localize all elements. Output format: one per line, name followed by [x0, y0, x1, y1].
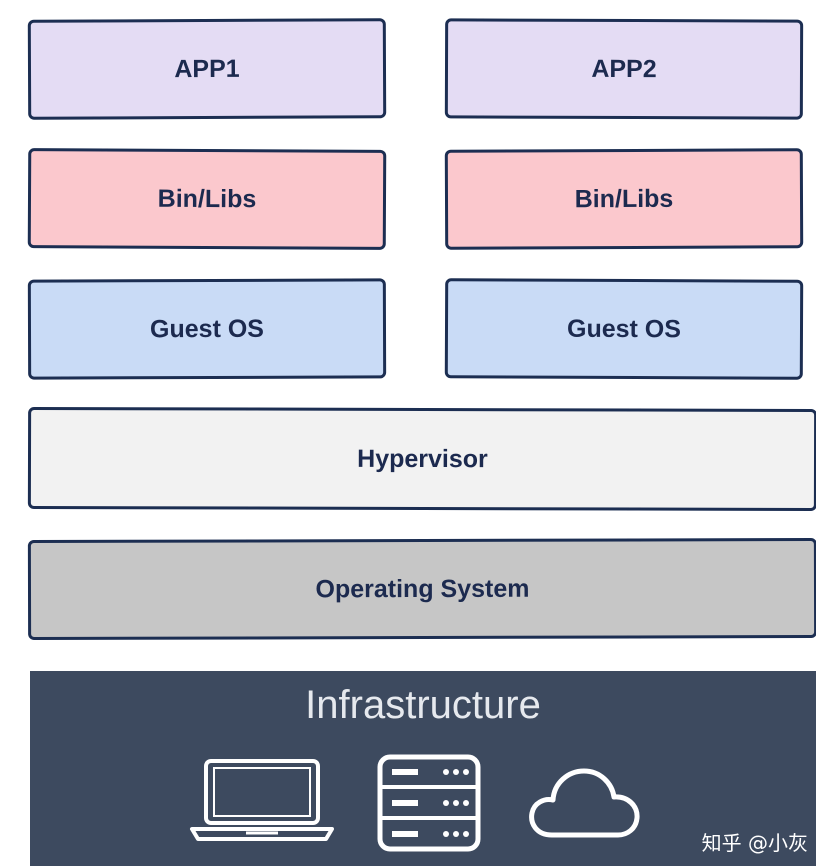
hypervisor-box: Hypervisor — [27, 406, 816, 512]
guest-os-box-1: Guest OS — [27, 278, 387, 380]
operating-system-box: Operating System — [27, 537, 816, 641]
laptop-icon — [190, 759, 334, 841]
infrastructure-panel: Infrastructure 知乎 @小灰 — [30, 671, 816, 866]
app2-box: APP2 — [444, 18, 804, 120]
bin-libs-box-2: Bin/Libs — [444, 148, 804, 250]
cloud-icon — [529, 768, 640, 838]
bin-libs-box-1: Bin/Libs — [27, 148, 387, 250]
app1-box: APP1 — [27, 18, 387, 120]
infrastructure-title: Infrastructure — [305, 683, 541, 727]
server-icon — [377, 754, 481, 852]
guest-os-box-2: Guest OS — [444, 278, 804, 380]
watermark: 知乎 @小灰 — [701, 831, 808, 855]
